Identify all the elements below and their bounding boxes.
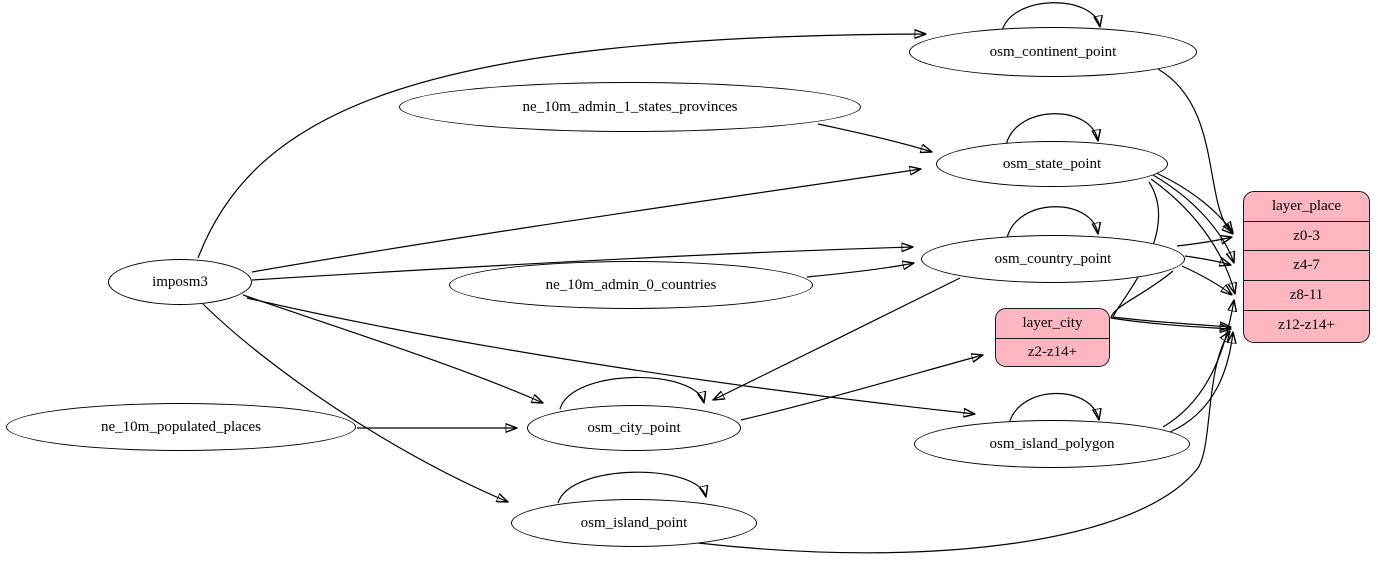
edge-osm_state_point-to-layer_place-z4-7 xyxy=(1152,174,1234,263)
record-row-z8-11: z8-11 xyxy=(1244,280,1369,310)
edge-osm_island_polygon-to-layer_place-z8-11 xyxy=(1162,300,1234,428)
selfloop-osm_country_point xyxy=(1006,206,1098,239)
node-ne_10m_admin_1_states_provinces: ne_10m_admin_1_states_provinces xyxy=(399,82,861,132)
edge-osm_state_point-to-layer_place-z12-z14 xyxy=(1112,181,1231,327)
edge-osm_country_point-to-layer_place-z0-3 xyxy=(1176,237,1232,247)
edge-osm_country_point-to-osm_city_point xyxy=(713,277,961,400)
edge-osm_state_point-to-layer_place-z8-11 xyxy=(1150,178,1235,294)
node-osm_country_point-label: osm_country_point xyxy=(994,250,1112,267)
edge-osm_country_point-to-layer_place-z8-11 xyxy=(1181,265,1232,295)
edge-ne_10m_admin_1_states_provinces-to-osm_state_point xyxy=(817,123,932,152)
record-row-z2-z14: z2-z14+ xyxy=(996,338,1109,366)
node-osm_island_polygon-label: osm_island_polygon xyxy=(989,435,1115,452)
edge-imposm3-to-osm_island_polygon xyxy=(246,297,975,414)
node-layer_city: layer_city z2-z14+ xyxy=(995,308,1110,367)
node-osm_island_point-label: osm_island_point xyxy=(580,514,688,531)
record-title-layer_city: layer_city xyxy=(1022,315,1083,331)
edge-osm_country_point-to-layer_place-z4-7 xyxy=(1184,255,1231,265)
node-osm_continent_point: osm_continent_point xyxy=(909,27,1197,77)
edge-osm_country_point-to-layer_place-z12-z14 xyxy=(1110,270,1231,329)
selfloop-osm_state_point xyxy=(1005,113,1098,146)
node-osm_island_point: osm_island_point xyxy=(511,499,757,547)
edge-imposm3-to-osm_continent_point xyxy=(197,34,926,259)
selfloop-osm_island_point xyxy=(557,471,706,504)
edge-imposm3-to-osm_country_point xyxy=(251,247,913,281)
record-row-z0-3: z0-3 xyxy=(1244,221,1369,250)
node-ne_10m_populated_places: ne_10m_populated_places xyxy=(6,403,356,451)
selfloop-osm_island_polygon xyxy=(1008,392,1099,425)
node-osm_state_point-label: osm_state_point xyxy=(1002,155,1102,172)
selfloop-osm_city_point xyxy=(559,376,704,410)
record-row-z4-7: z4-7 xyxy=(1244,250,1369,280)
node-imposm3-label: imposm3 xyxy=(152,273,208,290)
edge-ne_10m_admin_0_countries-to-osm_country_point xyxy=(806,263,914,278)
record-row-z12-z14: z12-z14+ xyxy=(1244,310,1369,339)
node-osm_city_point: osm_city_point xyxy=(527,405,741,451)
node-ne_10m_populated_places-label: ne_10m_populated_places xyxy=(101,418,261,435)
edge-imposm3-to-osm_island_point xyxy=(202,303,508,502)
node-osm_continent_point-label: osm_continent_point xyxy=(989,43,1117,60)
edge-osm_continent_point-to-layer_place-z0-3 xyxy=(1157,68,1233,234)
edge-osm_state_point-to-layer_place-z0-3 xyxy=(1151,170,1233,233)
node-osm_country_point: osm_country_point xyxy=(921,235,1185,283)
node-osm_island_polygon: osm_island_polygon xyxy=(914,420,1190,468)
node-layer_place: layer_place z0-3 z4-7 z8-11 z12-z14+ xyxy=(1243,191,1370,343)
edge-osm_city_point-to-layer_city-z2-z14 xyxy=(740,355,983,421)
node-osm_city_point-label: osm_city_point xyxy=(587,419,681,436)
edge-osm_island_point-to-layer_place-z12-z14 xyxy=(697,331,1230,554)
node-osm_state_point: osm_state_point xyxy=(936,141,1168,187)
selfloop-osm_continent_point xyxy=(1001,2,1100,32)
record-title-layer_place: layer_place xyxy=(1271,198,1342,214)
node-imposm3: imposm3 xyxy=(108,259,252,305)
node-ne_10m_admin_0_countries: ne_10m_admin_0_countries xyxy=(449,261,813,309)
node-ne_10m_admin_1_states_provinces-label: ne_10m_admin_1_states_provinces xyxy=(522,98,738,115)
edge-imposm3-to-osm_city_point xyxy=(242,294,543,403)
node-ne_10m_admin_0_countries-label: ne_10m_admin_0_countries xyxy=(545,276,717,293)
edge-osm_island_polygon-to-layer_place-z12-z14 xyxy=(1169,332,1233,433)
edge-imposm3-to-osm_state_point xyxy=(251,169,921,273)
